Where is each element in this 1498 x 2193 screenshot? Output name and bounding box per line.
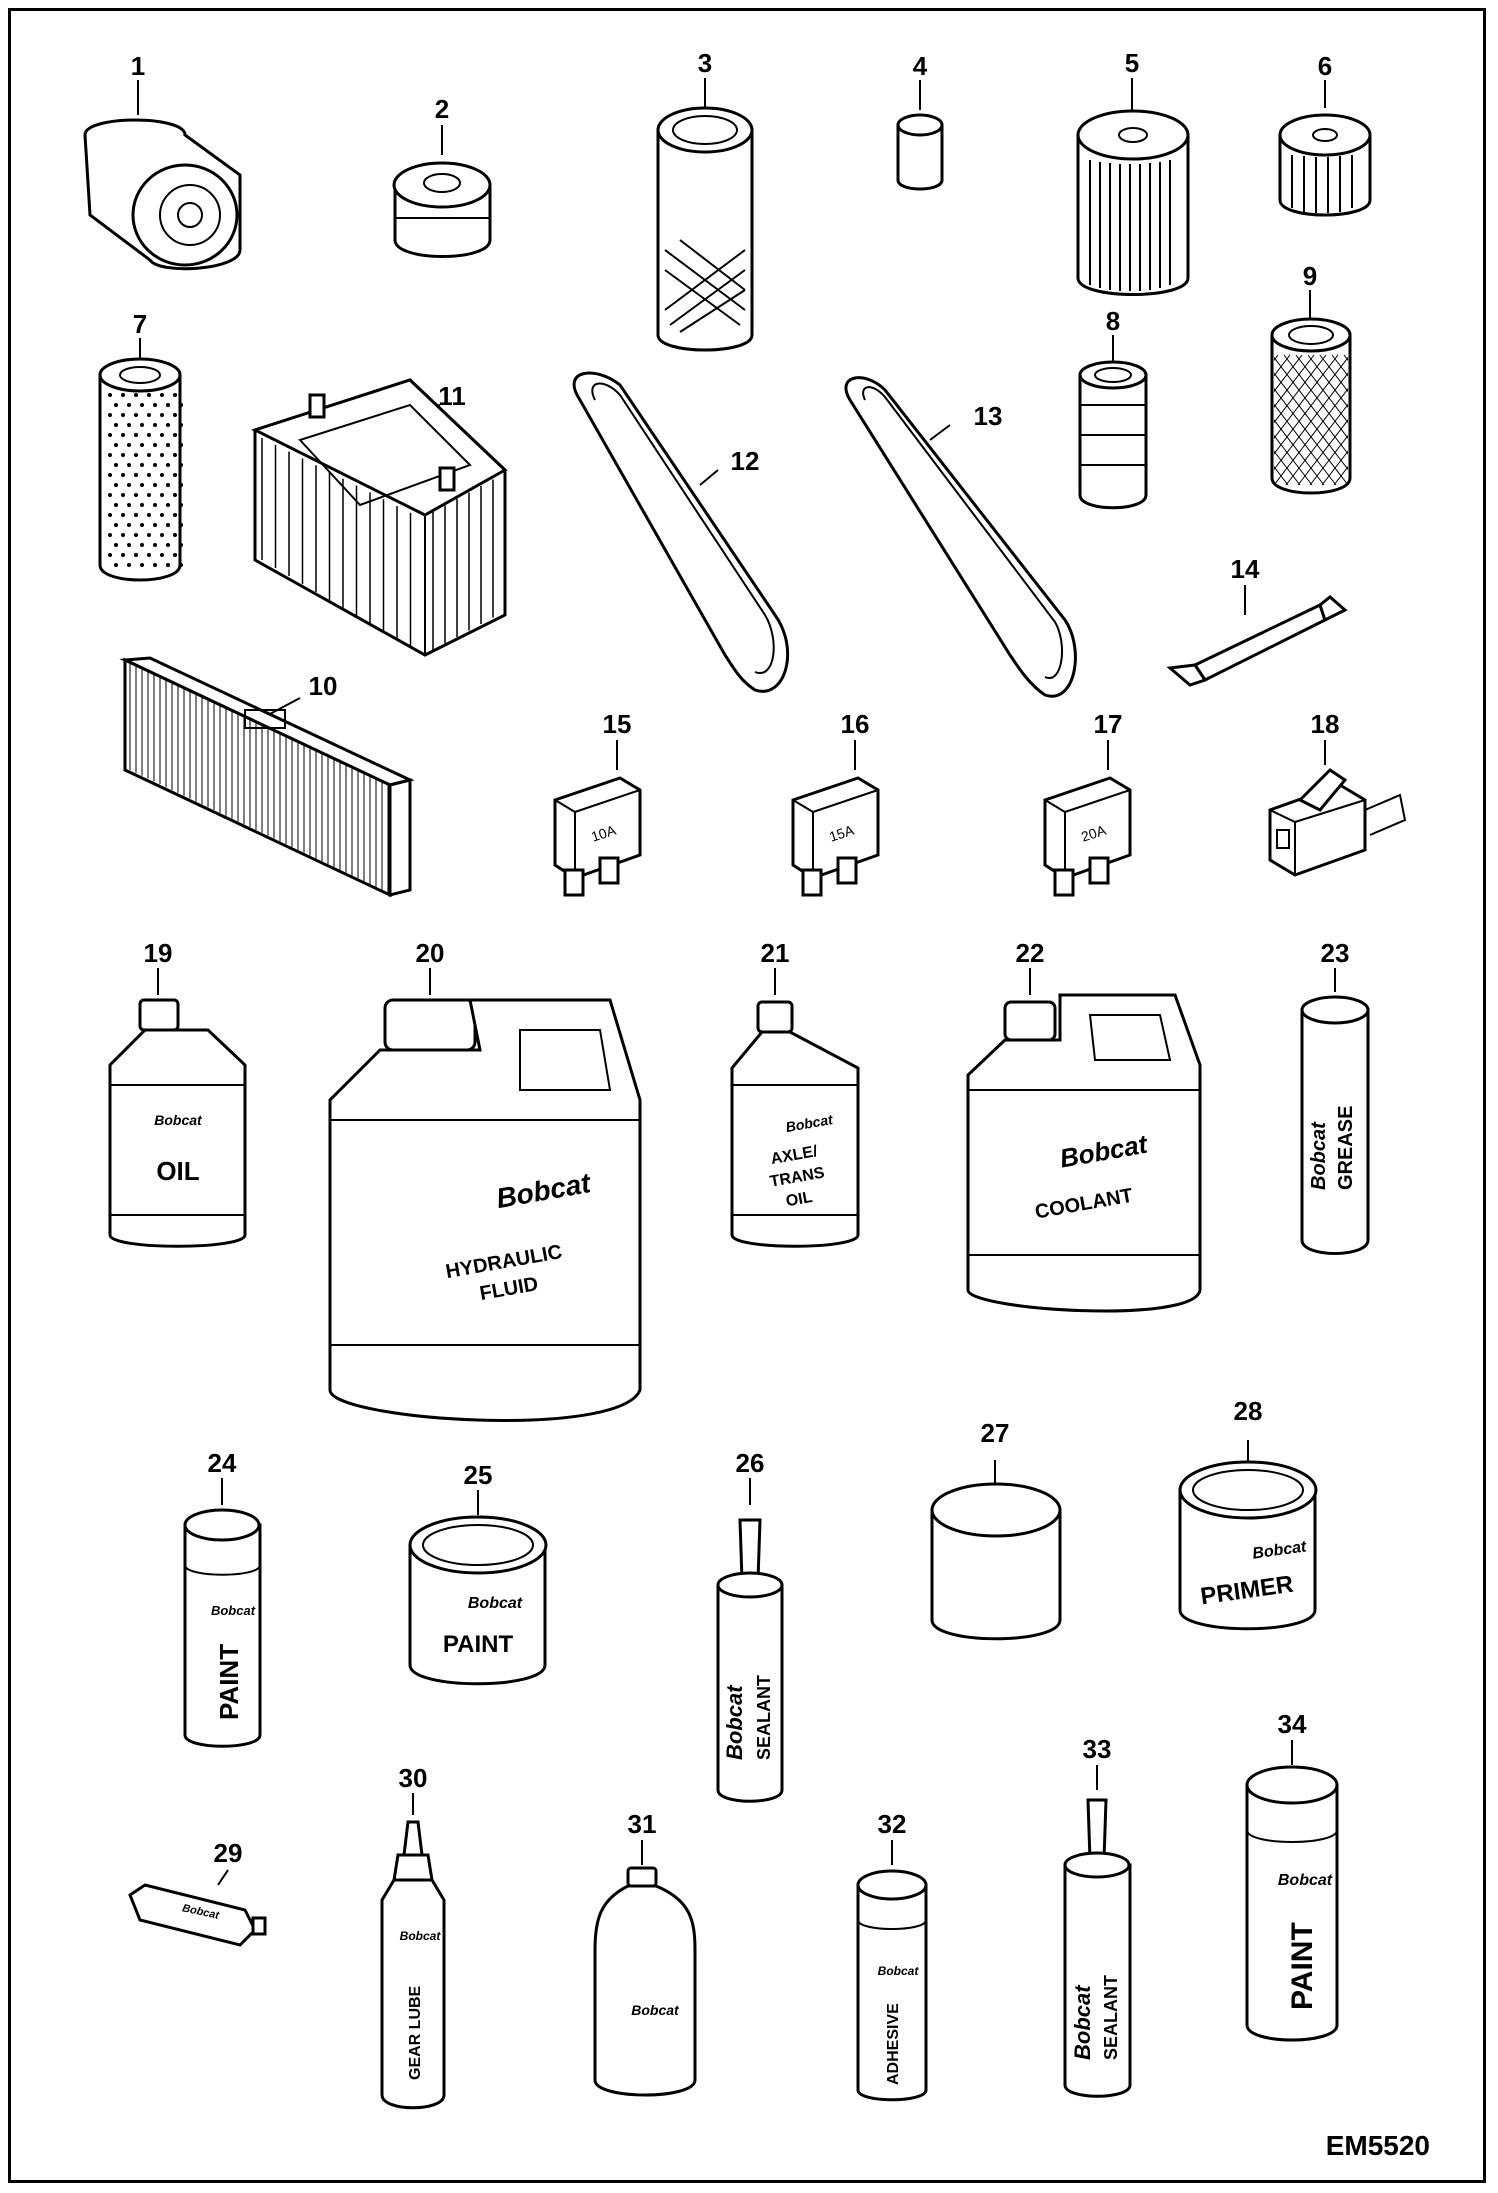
callout-25: 25 — [464, 1460, 493, 1490]
callout-18: 18 — [1311, 709, 1340, 739]
callout-21: 21 — [761, 938, 790, 968]
fuel-filter-5 — [1076, 78, 1190, 296]
battery-11 — [251, 378, 508, 657]
callout-6: 6 — [1318, 51, 1332, 81]
callout-22: 22 — [1016, 938, 1045, 968]
axle-trans-oil-bottle-21: Bobcat AXLE/ TRANS OIL — [730, 968, 860, 1248]
paint-label-25: PAINT — [443, 1631, 514, 1658]
callout-12: 12 — [731, 446, 760, 476]
callout-24: 24 — [208, 1448, 237, 1478]
filter-element-6 — [1278, 80, 1372, 217]
grease-tube-23: Bobcat GREASE — [1300, 968, 1370, 1255]
callout-2: 2 — [435, 94, 449, 124]
callout-7: 7 — [133, 309, 147, 339]
gear-lube-label: GEAR LUBE — [407, 1985, 424, 2080]
bulb-14 — [1166, 585, 1348, 687]
figure-code: EM5520 — [1326, 2130, 1430, 2161]
small-tube-29: Bobcat — [128, 1869, 267, 1947]
connector-18 — [1268, 740, 1407, 877]
callout-29: 29 — [214, 1838, 243, 1868]
callout-11: 11 — [438, 381, 466, 411]
gear-lube-bottle-30: Bobcat GEAR LUBE — [380, 1793, 446, 2110]
callout-9: 9 — [1303, 261, 1317, 291]
paint-label-24: PAINT — [214, 1644, 244, 1720]
fuse-17: 20A — [1043, 740, 1132, 897]
fuel-filter-2 — [392, 125, 492, 258]
callout-15: 15 — [603, 709, 632, 739]
callout-10: 10 — [309, 671, 338, 701]
callout-32: 32 — [878, 1809, 907, 1839]
axle-label-3: OIL — [785, 1189, 814, 1210]
bottle-31-brand: Bobcat — [631, 2002, 680, 2018]
bottle-30-brand: Bobcat — [400, 1929, 442, 1943]
fuse-16-rating: 15A — [827, 822, 856, 845]
callout-8: 8 — [1106, 306, 1120, 336]
mesh-filter-9 — [1270, 290, 1352, 495]
callout-1: 1 — [131, 51, 145, 81]
fuse-17-rating: 20A — [1079, 822, 1108, 845]
fuse-15: 10A — [553, 740, 642, 897]
fuse-15-rating: 10A — [589, 822, 618, 845]
callout-4: 4 — [913, 51, 928, 81]
oil-label: OIL — [156, 1156, 199, 1186]
coolant-jug-22: Bobcat COOLANT — [966, 968, 1202, 1313]
fuse-16: 15A — [791, 740, 880, 897]
callout-27: 27 — [981, 1418, 1010, 1448]
oil-filter-1 — [83, 80, 242, 271]
paint-can-25: Bobcat PAINT — [408, 1490, 548, 1686]
callout-13: 13 — [974, 401, 1003, 431]
illustration-border — [8, 8, 1486, 2183]
paint-label-34: PAINT — [1286, 1922, 1319, 2010]
spray-paint-24: Bobcat PAINT — [183, 1478, 262, 1748]
callout-16: 16 — [841, 709, 870, 739]
callout-5: 5 — [1125, 48, 1139, 78]
sealant-26-brand: Bobcat — [722, 1684, 747, 1760]
callout-20: 20 — [416, 938, 445, 968]
can-25-brand: Bobcat — [468, 1595, 523, 1612]
drive-belt-12 — [572, 371, 790, 693]
sealant-cartridge-33: Bobcat SEALANT — [1063, 1765, 1132, 2098]
oil-bottle-brand: Bobcat — [154, 1112, 203, 1128]
adhesive-label: ADHESIVE — [885, 2003, 902, 2085]
empty-can-27 — [930, 1460, 1062, 1641]
callout-28: 28 — [1234, 1396, 1263, 1426]
sealant-33-brand: Bobcat — [1070, 1984, 1095, 2060]
grease-label: GREASE — [1335, 1106, 1357, 1190]
filter-element-4 — [896, 80, 944, 191]
fuel-strainer-8 — [1078, 335, 1148, 510]
drive-belt-13 — [844, 376, 1077, 698]
callout-14: 14 — [1231, 554, 1260, 584]
callout-3: 3 — [698, 48, 712, 78]
callout-34: 34 — [1278, 1709, 1307, 1739]
plastic-bottle-31: Bobcat — [593, 1840, 697, 2097]
spray-24-brand: Bobcat — [211, 1603, 256, 1618]
hydraulic-fluid-jug-20: Bobcat HYDRAULIC FLUID — [328, 968, 642, 1422]
grease-brand: Bobcat — [1308, 1121, 1330, 1190]
primer-can-28: Bobcat PRIMER — [1178, 1440, 1318, 1631]
callout-26: 26 — [736, 1448, 765, 1478]
cab-air-filter-10 — [119, 656, 415, 898]
callout-31: 31 — [628, 1809, 657, 1839]
air-filter-3 — [656, 78, 754, 352]
spray-34-brand: Bobcat — [1278, 1872, 1333, 1889]
callout-23: 23 — [1321, 938, 1350, 968]
callout-19: 19 — [144, 938, 173, 968]
callout-33: 33 — [1083, 1734, 1112, 1764]
sealant-cartridge-26: Bobcat SEALANT — [716, 1478, 784, 1803]
spray-32-brand: Bobcat — [878, 1964, 920, 1978]
sealant-label-33: SEALANT — [1101, 1975, 1121, 2060]
callout-17: 17 — [1094, 709, 1123, 739]
sealant-label-26: SEALANT — [754, 1675, 774, 1760]
hydraulic-filter-7 — [98, 338, 183, 582]
callout-30: 30 — [399, 1763, 428, 1793]
adhesive-spray-32: Bobcat ADHESIVE — [856, 1840, 928, 2102]
spray-paint-34: Bobcat PAINT — [1245, 1740, 1339, 2042]
oil-bottle-19: Bobcat OIL — [108, 968, 247, 1248]
